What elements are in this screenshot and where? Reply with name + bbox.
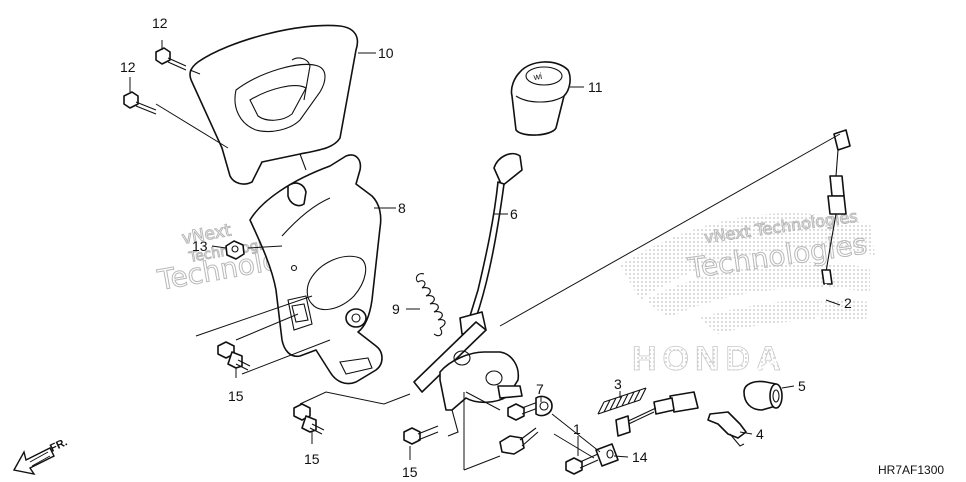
part-14-collar xyxy=(595,443,619,467)
part-1-bolt xyxy=(565,453,599,475)
callout-8: 8 xyxy=(398,200,406,216)
part-6-shift-lever xyxy=(413,152,523,437)
part-2-shift-cable xyxy=(615,129,851,437)
front-direction-indicator: FR. xyxy=(12,436,69,476)
callout-15-right: 15 xyxy=(402,464,418,480)
callout-5: 5 xyxy=(798,378,806,394)
callout-9: 9 xyxy=(392,301,400,317)
callout-15-middle: 15 xyxy=(304,451,320,467)
callout-13: 13 xyxy=(192,238,208,254)
part-12-bolt-lower xyxy=(123,91,157,115)
part-7-bolt-nut xyxy=(499,395,553,455)
part-5-collar xyxy=(743,380,783,411)
callout-12-lower: 12 xyxy=(120,59,136,75)
diagram-code: HR7AF1300 xyxy=(878,463,944,477)
part-3-spring xyxy=(597,387,647,415)
assembly-guide-lines xyxy=(155,69,841,471)
part-13-nut xyxy=(225,240,245,260)
callout-7: 7 xyxy=(536,381,544,397)
callout-12-upper: 12 xyxy=(152,15,168,31)
callout-14: 14 xyxy=(632,449,648,465)
honda-brand-watermark: HONDA xyxy=(632,340,787,378)
callout-10: 10 xyxy=(378,45,394,61)
callout-4: 4 xyxy=(756,426,764,442)
callout-3: 3 xyxy=(614,376,622,392)
front-label: FR. xyxy=(48,436,69,454)
part-12-bolt-upper xyxy=(155,47,187,71)
callout-leaders xyxy=(129,40,841,460)
part-8-bracket xyxy=(249,154,383,385)
honda-wing-logo xyxy=(620,213,875,334)
part-15-bolt-middle xyxy=(293,403,325,435)
callout-2: 2 xyxy=(844,295,852,311)
callout-15-left: 15 xyxy=(228,388,244,404)
part-9-spring xyxy=(415,273,446,337)
part-15-bolt-left xyxy=(217,341,251,371)
callout-6: 6 xyxy=(510,206,518,222)
part-11-shift-knob: wi xyxy=(510,61,571,136)
part-15-bolt-right xyxy=(403,425,439,445)
callout-11: 11 xyxy=(588,79,603,95)
svg-text:wi: wi xyxy=(532,71,543,82)
part-10-shift-cover xyxy=(189,24,359,185)
callout-1: 1 xyxy=(573,421,581,437)
part-4-clip xyxy=(707,411,747,447)
